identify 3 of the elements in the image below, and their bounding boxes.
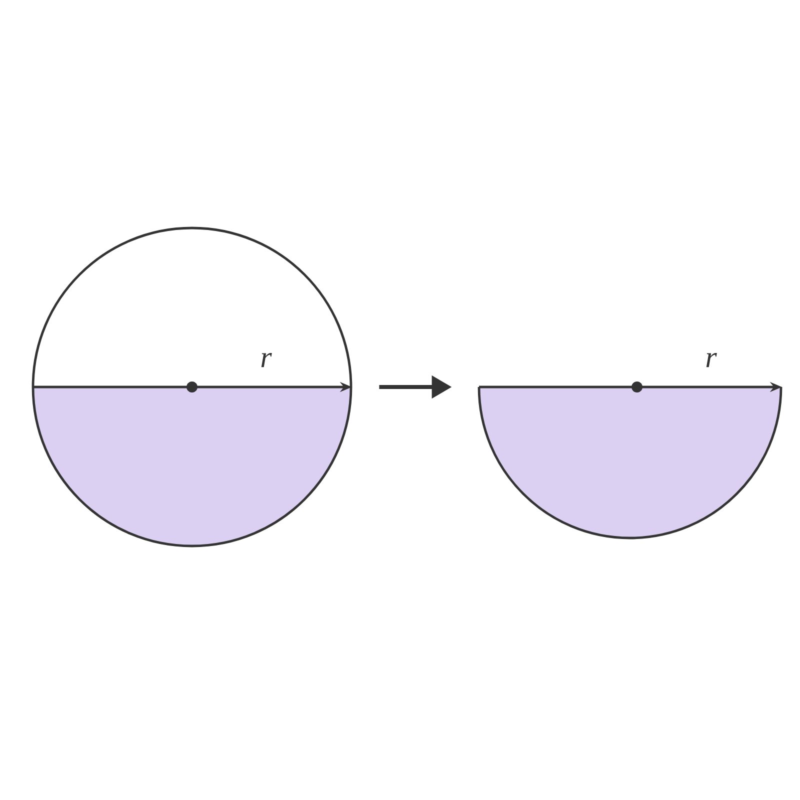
- radius-label: r: [261, 352, 272, 368]
- half-shaded-circle: [32, 226, 352, 548]
- semicircle: [478, 386, 782, 540]
